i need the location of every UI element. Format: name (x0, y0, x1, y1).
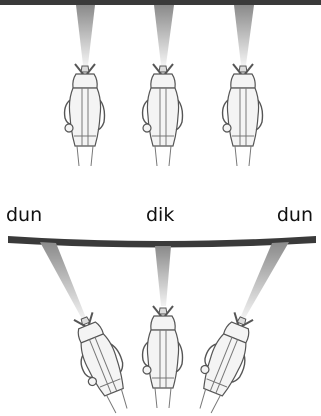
angled-spray-group (40, 242, 289, 416)
spray-gun-icon (221, 63, 264, 167)
spray-gun-icon (63, 63, 106, 167)
spray-beam (154, 5, 174, 65)
spray-gun-icon (141, 63, 184, 167)
spray-beam (40, 242, 86, 319)
curved-surface (8, 236, 316, 248)
label-left: dun (6, 204, 43, 226)
spray-gun-icon (63, 307, 141, 416)
spray-gun-icon (141, 305, 184, 409)
label-middle: dik (146, 204, 175, 226)
spray-beam (234, 5, 254, 65)
spray-beam (155, 246, 171, 306)
label-right: dun (276, 204, 313, 226)
spray-beam (76, 5, 95, 65)
spray-gun-icon (185, 307, 263, 416)
straight-spray-group (63, 5, 264, 167)
flat-surface (0, 0, 321, 5)
spray-beam (241, 242, 289, 318)
